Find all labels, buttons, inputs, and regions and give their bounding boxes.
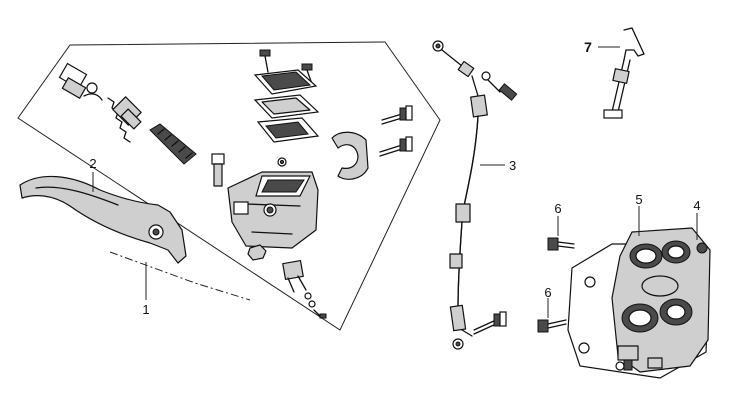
clamp-bolt-bottom <box>379 136 413 157</box>
nut-small <box>247 244 267 261</box>
brake-hose <box>432 40 518 350</box>
pivot-bolt <box>211 153 225 187</box>
piston-kit <box>58 62 197 165</box>
caliper-bolt-lower <box>537 319 567 333</box>
hose-bracket <box>603 27 645 119</box>
return-spring <box>107 96 142 143</box>
reservoir-cap-stack <box>253 49 320 143</box>
clamp-bolt-top <box>381 105 413 125</box>
callout-6-upper: 6 <box>554 201 561 216</box>
callout-1: 1 <box>142 302 149 317</box>
callout-5: 5 <box>635 192 642 207</box>
brake-caliper <box>611 227 711 373</box>
banjo-bolt-lower <box>473 311 507 335</box>
caliper-bolt-upper <box>547 237 575 251</box>
dust-boot <box>149 123 197 165</box>
seal-ring-b <box>279 159 285 165</box>
master-cylinder-body <box>227 171 319 249</box>
lever-assembly-link-line <box>109 251 251 301</box>
cap-screw-left <box>259 49 271 73</box>
callout-3: 3 <box>509 158 516 173</box>
callout-4: 4 <box>693 198 700 213</box>
handlebar-clamp <box>331 131 369 180</box>
brake-lever <box>19 175 187 264</box>
callout-7: 7 <box>584 39 592 55</box>
callout-2: 2 <box>89 156 96 171</box>
brake-light-switch <box>282 259 327 319</box>
master-cylinder-assembly-outline <box>17 41 441 331</box>
callout-6-lower: 6 <box>544 285 551 300</box>
